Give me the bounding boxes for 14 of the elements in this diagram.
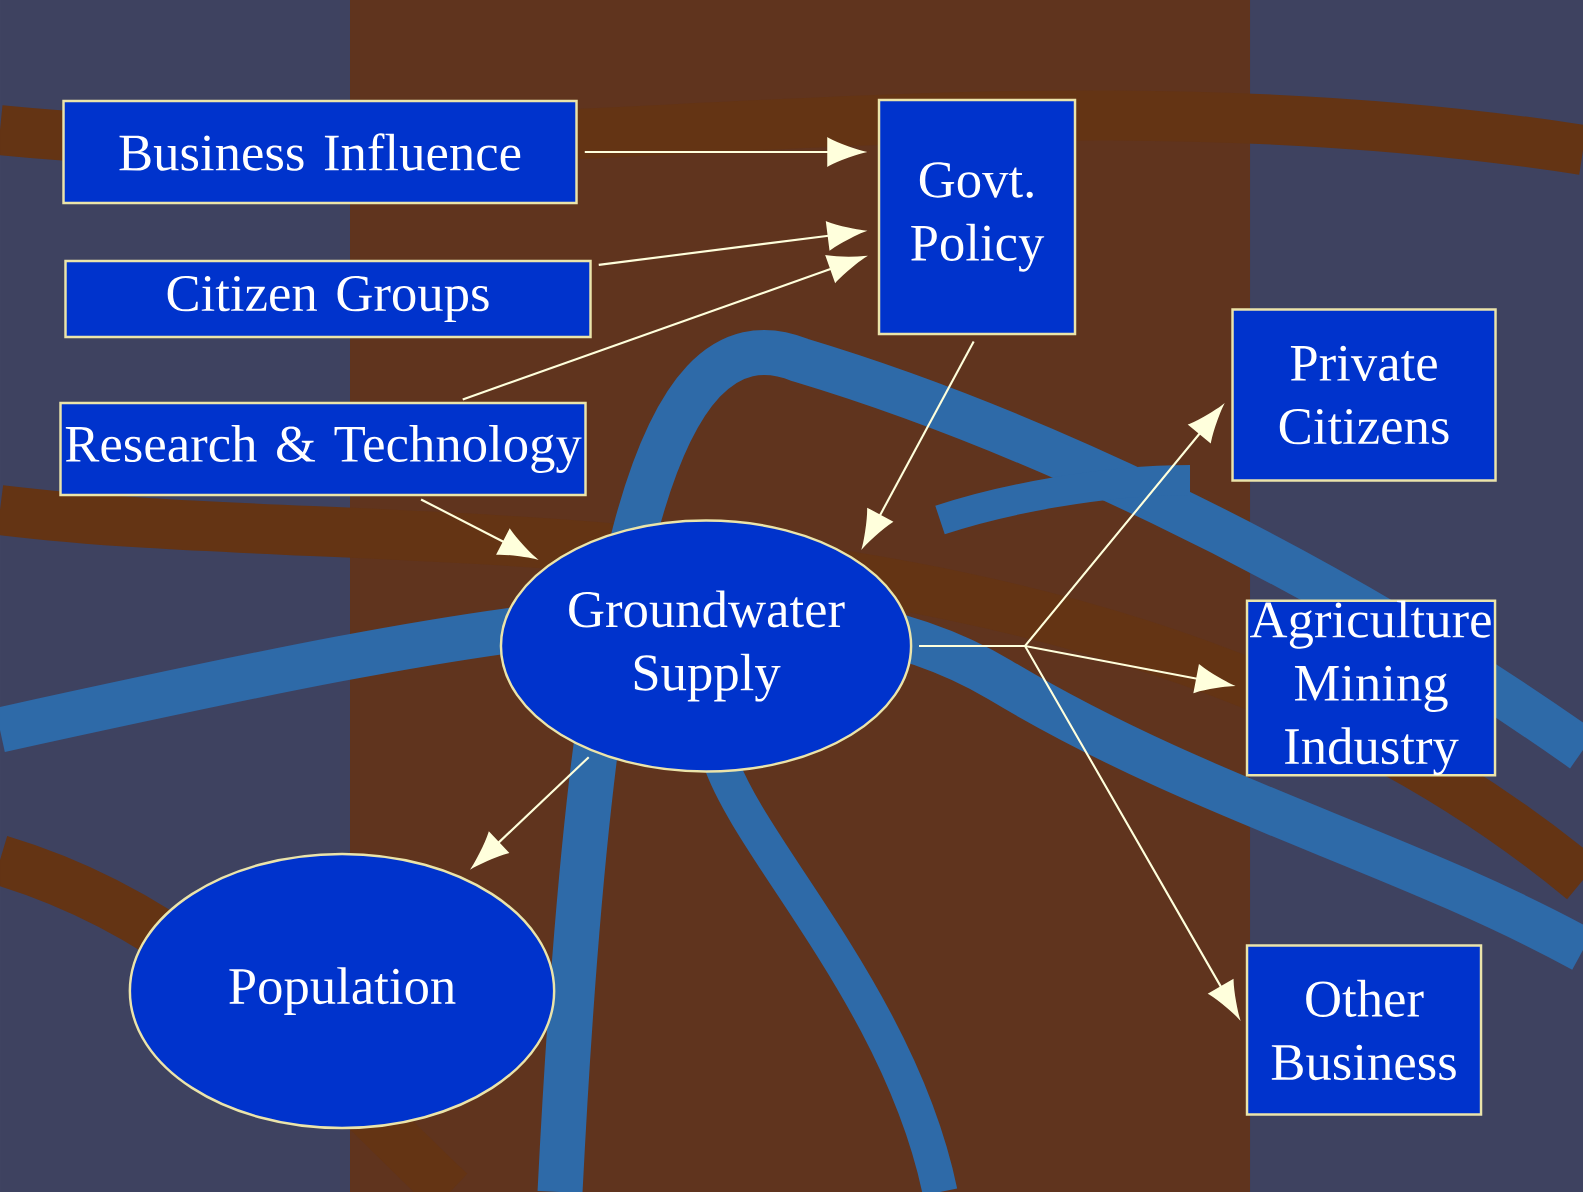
process-box: Govt. Policy — [877, 98, 1077, 336]
process-box: Citizen Groups — [64, 259, 592, 339]
process-box: Research & Technology — [59, 401, 587, 497]
process-box: Private Citizens — [1231, 308, 1497, 482]
process-box: Agriculture Mining Industry — [1245, 599, 1497, 777]
process-box: Business Influence — [62, 99, 578, 205]
arrow — [919, 644, 1240, 1019]
process-box: Other Business — [1245, 944, 1483, 1116]
arrow — [862, 340, 975, 548]
arrow — [598, 221, 865, 266]
arrow — [472, 756, 590, 868]
arrow — [462, 255, 865, 401]
arrow — [584, 137, 864, 167]
arrow — [420, 498, 536, 559]
